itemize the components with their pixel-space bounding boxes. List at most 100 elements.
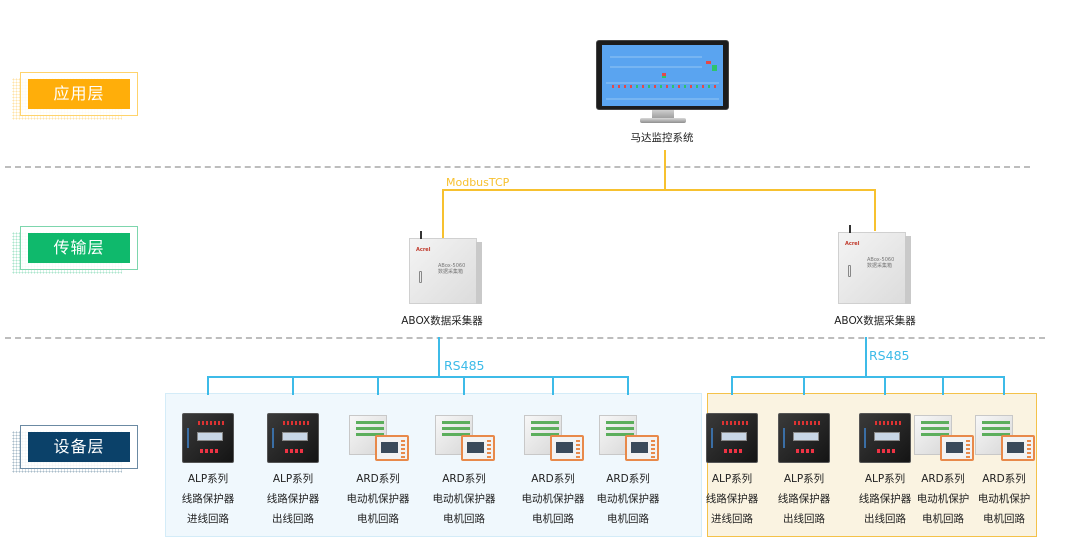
- side-stripe: [864, 428, 866, 448]
- ard-display-module: [940, 435, 974, 461]
- lcd-display: [197, 432, 223, 441]
- device-label-line: ARD系列: [531, 473, 575, 485]
- terminal-strip: [606, 421, 634, 424]
- abox-label-left: ABOX数据采集器: [401, 315, 483, 327]
- ard-display-module: [550, 435, 584, 461]
- model-sub: 数据采集箱: [867, 263, 893, 269]
- device-label: ALP系列线路保护器进线回路: [692, 469, 772, 529]
- alp-device-image: [706, 413, 758, 463]
- control-buttons: [724, 449, 744, 453]
- control-buttons: [877, 449, 897, 453]
- tcp-wire-horizontal: [442, 189, 876, 191]
- layer-label-application: 应用层: [28, 79, 130, 109]
- device-label-line: ALP系列: [711, 473, 753, 485]
- ard-display-module: [375, 435, 409, 461]
- monitor-bezel: [596, 40, 729, 110]
- terminal-strip: [531, 427, 559, 430]
- alp-device-image: [859, 413, 911, 463]
- monitor-label: 马达监控系统: [630, 132, 694, 144]
- device-label-line: 电机回路: [607, 513, 649, 525]
- model-name: ABox-5060: [867, 257, 895, 263]
- monitor-screen: [602, 45, 723, 106]
- terminal-strip: [982, 427, 1010, 430]
- monitoring-system-monitor: [596, 40, 729, 124]
- terminal-strip: [356, 421, 384, 424]
- device-label-line: 电机回路: [357, 513, 399, 525]
- terminal-strip: [356, 427, 384, 430]
- lcd-display: [721, 432, 747, 441]
- rs485-drop: [731, 376, 733, 395]
- door-handle-icon: [419, 271, 422, 283]
- rs485-drop: [207, 376, 209, 395]
- device-label-line: ARD系列: [356, 473, 400, 485]
- control-buttons: [285, 449, 305, 453]
- layer-badge-transport: 传输层: [12, 226, 138, 274]
- control-buttons: [200, 449, 220, 453]
- terminal-strip: [982, 433, 1010, 436]
- display-keys: [576, 440, 580, 458]
- device-label: ARD系列电动机保护电机回路: [964, 469, 1044, 529]
- ard-device-image: [433, 413, 495, 463]
- display-screen: [467, 442, 484, 453]
- indicator-leds: [283, 421, 309, 425]
- rs485-drop: [884, 376, 886, 395]
- device-label-line: 电动机保护: [916, 493, 970, 505]
- side-stripe: [711, 428, 713, 448]
- device-label-line: 电动机保护器: [596, 493, 660, 505]
- display-screen: [946, 442, 963, 453]
- device-label: ARD系列电动机保护器电机回路: [424, 469, 504, 529]
- terminal-strip: [531, 421, 559, 424]
- device-label-line: 线路保护器: [181, 493, 235, 505]
- alp-line-protector: ALP系列线路保护器进线回路: [692, 413, 772, 529]
- device-label-line: ARD系列: [606, 473, 650, 485]
- side-stripe: [783, 428, 785, 448]
- alp-line-protector: ALP系列线路保护器出线回路: [845, 413, 925, 529]
- layer-divider-top: [5, 166, 1030, 168]
- device-label-line: 电动机保护: [977, 493, 1031, 505]
- rs485-drop: [552, 376, 554, 395]
- ard-device-image: [522, 413, 584, 463]
- device-label-line: 出线回路: [864, 513, 906, 525]
- terminal-strip: [442, 433, 470, 436]
- rs485-drop: [377, 376, 379, 395]
- device-label: ALP系列线路保护器进线回路: [168, 469, 248, 529]
- terminal-strip: [921, 421, 949, 424]
- rs485-drop: [803, 376, 805, 395]
- device-label: ARD系列电动机保护器电机回路: [588, 469, 668, 529]
- side-stripe: [272, 428, 274, 448]
- brand-logo: Acrel: [845, 241, 860, 247]
- terminal-strip: [531, 433, 559, 436]
- terminal-strip: [442, 421, 470, 424]
- ard-device-image: [973, 413, 1035, 463]
- lcd-display: [874, 432, 900, 441]
- alp-device-image: [182, 413, 234, 463]
- device-label: ARD系列电动机保护电机回路: [903, 469, 983, 529]
- rs485-bus: [731, 376, 1005, 378]
- device-label-line: 线路保护器: [705, 493, 759, 505]
- layer-badge-device: 设备层: [12, 425, 138, 473]
- indicator-leds: [722, 421, 748, 425]
- display-keys: [401, 440, 405, 458]
- device-label-line: 电动机保护器: [346, 493, 410, 505]
- device-label: ARD系列电动机保护器电机回路: [338, 469, 418, 529]
- alp-device-image: [267, 413, 319, 463]
- ard-motor-protector: ARD系列电动机保护器电机回路: [424, 413, 504, 529]
- indicator-leds: [794, 421, 820, 425]
- layer-divider-bottom: [5, 337, 1045, 339]
- device-label-line: 线路保护器: [777, 493, 831, 505]
- modbus-tcp-label: ModbusTCP: [446, 176, 510, 189]
- ard-motor-protector: ARD系列电动机保护器电机回路: [338, 413, 418, 529]
- box-side: [905, 236, 911, 304]
- display-keys: [487, 440, 491, 458]
- tcp-wire-left-drop: [442, 189, 444, 239]
- terminal-strip: [921, 433, 949, 436]
- ard-display-module: [1001, 435, 1035, 461]
- display-screen: [381, 442, 398, 453]
- ard-device-image: [597, 413, 659, 463]
- device-label-line: 电机回路: [922, 513, 964, 525]
- device-label: ALP系列线路保护器出线回路: [845, 469, 925, 529]
- device-label-line: 电机回路: [443, 513, 485, 525]
- control-buttons: [796, 449, 816, 453]
